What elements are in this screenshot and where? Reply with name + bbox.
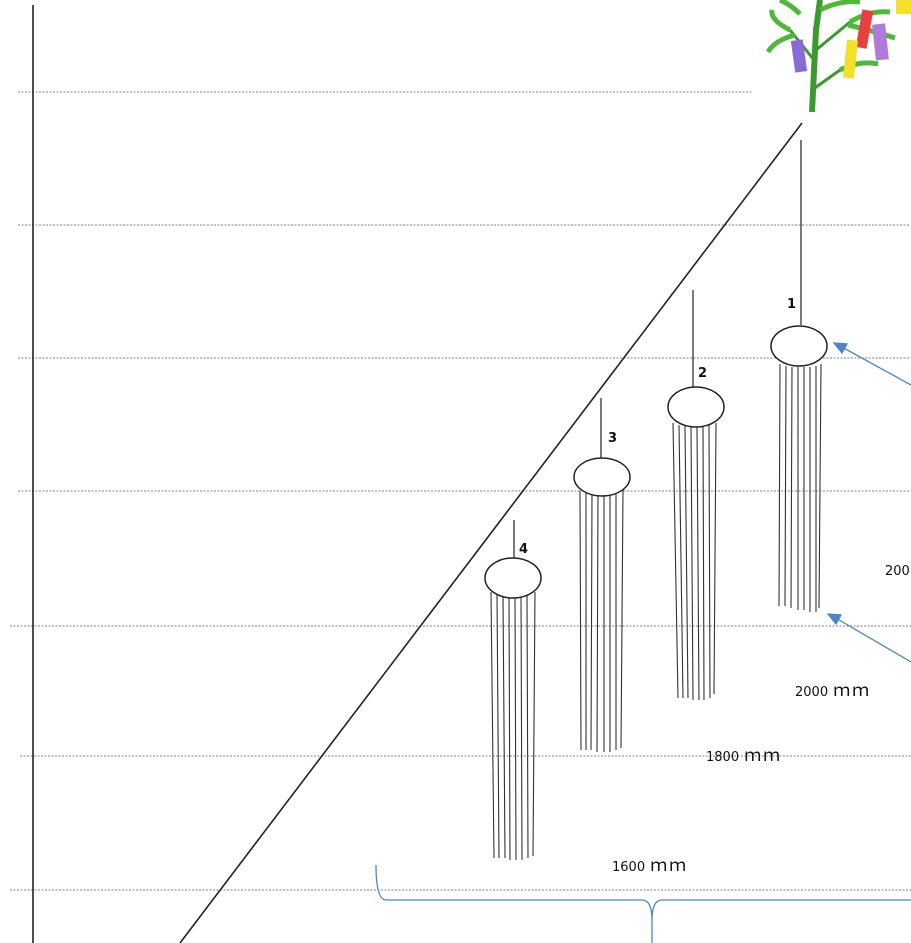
- length-brace: [375, 864, 911, 943]
- diagonal-line: [179, 122, 803, 943]
- measurement-2000-value: 2000: [795, 685, 829, 700]
- ornament-2-tassel: [672, 422, 717, 701]
- arrow-bottom: [826, 613, 911, 663]
- ornament-2-ball: [667, 386, 725, 428]
- arrow-top: [832, 342, 911, 386]
- ornament-4-number: 4: [519, 542, 529, 557]
- measurement-1600-unit: ｍｍ: [650, 856, 689, 875]
- edge-measurement-label: 200: [885, 564, 910, 579]
- ornament-3-tassel: [579, 489, 624, 753]
- measurement-2000: 2000 ｍｍ: [795, 676, 871, 701]
- ornament-1-ball: [770, 325, 828, 367]
- ornament-4-ball: [484, 557, 542, 599]
- ornament-2-number: 2: [698, 366, 708, 381]
- measurement-2000-unit: ｍｍ: [833, 681, 872, 700]
- ornament-4-tassel: [490, 591, 536, 861]
- ornament-1-number: 1: [787, 297, 797, 312]
- hanger-strings: [513, 140, 802, 562]
- ornament-1-tassel: [778, 363, 822, 612]
- ornament-3-ball: [573, 457, 631, 497]
- bamboo-tanabata-illustration: [765, 0, 911, 113]
- measurement-1800-value: 1800: [706, 750, 740, 765]
- measurement-1600-value: 1600: [612, 860, 646, 875]
- measurement-1800: 1800 ｍｍ: [706, 741, 782, 766]
- ornament-3-number: 3: [608, 431, 618, 446]
- guide-lines: [10, 91, 911, 891]
- measurement-1600: 1600 ｍｍ: [612, 851, 688, 876]
- measurement-1800-unit: ｍｍ: [744, 746, 783, 765]
